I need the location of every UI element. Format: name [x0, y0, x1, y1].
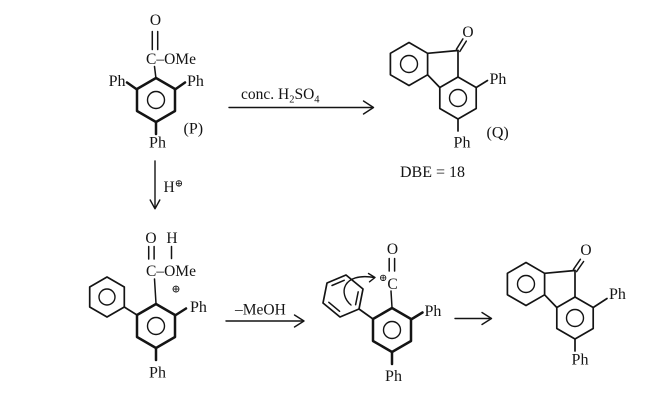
structure-product: O Ph Ph	[506, 242, 626, 369]
structure-oxocarbenium: O H C–OMe ⊕ Ph Ph	[88, 230, 207, 382]
protonation-arrow: H⊕	[149, 160, 184, 210]
p-phenyl-left-label: Ph	[109, 73, 126, 90]
step2-reagent-label: –MeOH	[234, 302, 286, 319]
acylium-phenyl-bottom-label: Ph	[385, 368, 402, 385]
acylium-oxygen-label: O	[387, 241, 398, 258]
structure-acylium: O ⊕C Ph Ph	[322, 241, 442, 385]
p-phenyl-right-label: Ph	[187, 73, 204, 90]
structure-q-skeleton	[389, 38, 489, 132]
p-ester-group-label: C–OMe	[146, 51, 196, 68]
p-carbonyl-oxygen-label: O	[150, 12, 161, 29]
oxocarbenium-phenyl-right-label: Ph	[190, 299, 207, 316]
product-phenyl-right-label: Ph	[609, 286, 626, 303]
acylium-skeleton	[322, 257, 424, 366]
q-tag-label: (Q)	[487, 125, 509, 142]
p-phenyl-bottom-label: Ph	[149, 135, 166, 152]
q-phenyl-bottom-label: Ph	[454, 135, 471, 152]
protonation-reagent-label: H⊕	[164, 179, 184, 197]
step1-reagent-label: conc. H2SO4	[241, 86, 320, 106]
product-skeleton	[506, 258, 608, 352]
step2-arrow: –MeOH	[225, 302, 305, 328]
oxocarbenium-charge-label: ⊕	[171, 284, 180, 296]
structure-p-skeleton	[125, 30, 187, 136]
step1-arrow: conc. H2SO4	[228, 86, 375, 115]
right-arrow-head	[362, 100, 375, 115]
p-tag-label: (P)	[184, 121, 204, 138]
acylium-cation-label: ⊕C	[379, 273, 398, 293]
oxocarbenium-skeleton	[88, 245, 188, 362]
product-phenyl-bottom-label: Ph	[572, 352, 589, 369]
q-dbe-label: DBE = 18	[400, 164, 465, 181]
cyclization-curved-arrow	[343, 272, 376, 306]
oxocarbenium-phenyl-bottom-label: Ph	[149, 365, 166, 382]
oxocarbenium-oxygen-label: O	[145, 230, 156, 247]
q-carbonyl-oxygen-label: O	[462, 24, 473, 41]
right-arrow-head	[293, 314, 305, 328]
structure-p: O C–OMe Ph Ph Ph (P)	[109, 12, 204, 152]
oxocarbenium-proton-label: H	[166, 230, 177, 247]
structure-q: O Ph Ph (Q) DBE = 18	[389, 24, 509, 181]
down-arrow-head	[149, 199, 161, 210]
right-arrow-head	[481, 311, 493, 326]
oxocarbenium-ester-label: C–OMe	[146, 263, 196, 280]
acylium-phenyl-right-label: Ph	[425, 303, 442, 320]
product-carbonyl-oxygen-label: O	[580, 242, 591, 259]
step3-arrow	[454, 311, 493, 326]
q-phenyl-right-label: Ph	[490, 71, 507, 88]
